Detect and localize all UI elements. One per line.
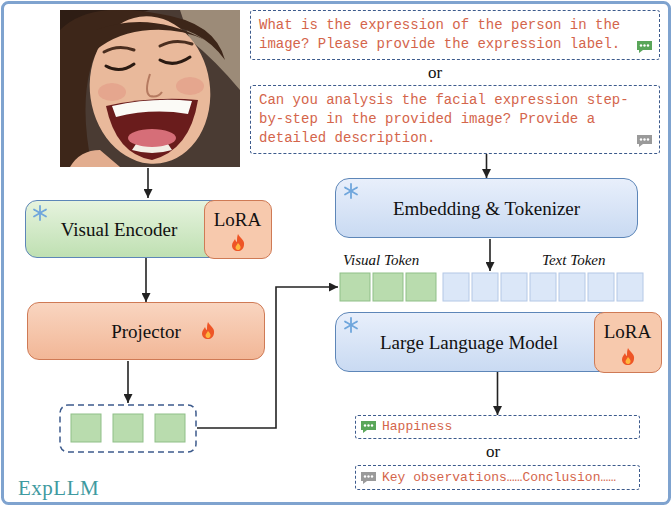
node-text: What is the expression of the person in … — [259, 16, 633, 54]
frozen-icon — [32, 205, 48, 221]
node-text: Large Language Model — [380, 331, 558, 354]
node-text: Key observations……Conclusion…… — [382, 469, 616, 487]
text-token-row — [443, 273, 643, 301]
face-photo — [60, 10, 240, 167]
projector-arrow — [127, 361, 129, 403]
or-label: or — [468, 442, 518, 462]
output-box: Key observations……Conclusion…… — [355, 465, 640, 490]
node-text: LoRA — [214, 208, 262, 231]
trainable-icon — [230, 233, 246, 252]
node-text: Can you analysis the facial expression s… — [259, 91, 633, 148]
tokenizer-box: Embedding & Tokenizer — [335, 178, 638, 238]
output-box: Happiness — [355, 415, 640, 439]
lora-box: LoRA — [594, 312, 662, 373]
text-token-arrow — [489, 239, 491, 271]
visual-token-row — [340, 273, 436, 301]
node-text: Happiness — [382, 418, 452, 436]
or-label: or — [410, 63, 460, 83]
frozen-icon — [343, 183, 359, 199]
frozen-icon — [343, 317, 359, 333]
token-label: Text Token — [542, 251, 605, 269]
prompt-box: Can you analysis the facial expression s… — [250, 85, 660, 154]
token-label: Visual Token — [343, 251, 419, 269]
chat-icon — [360, 471, 377, 485]
llm-box: Large Language Model LoRA — [335, 312, 661, 372]
node-text: LoRA — [604, 320, 652, 343]
chat-icon — [360, 420, 377, 434]
lora-box: LoRA — [204, 200, 272, 259]
flow-arrow — [497, 372, 499, 415]
trainable-icon — [620, 347, 636, 366]
projector-box: Projector — [27, 302, 265, 360]
node-text: Visual Encoder — [61, 218, 178, 241]
encoder-box: Visual Encoder LoRA — [25, 200, 271, 258]
chat-icon — [636, 134, 653, 148]
figure-border — [3, 3, 670, 504]
flow-arrow — [145, 258, 147, 302]
trainable-icon — [200, 321, 216, 340]
photo-arrow — [147, 168, 149, 198]
chat-icon — [636, 40, 653, 54]
prompt-box: What is the expression of the person in … — [250, 10, 660, 60]
token-group — [60, 405, 196, 452]
node-text: Embedding & Tokenizer — [393, 197, 580, 220]
flow-arrow — [486, 154, 488, 178]
node-text: Projector — [111, 320, 181, 343]
model-name: ExpLLM — [18, 476, 99, 500]
